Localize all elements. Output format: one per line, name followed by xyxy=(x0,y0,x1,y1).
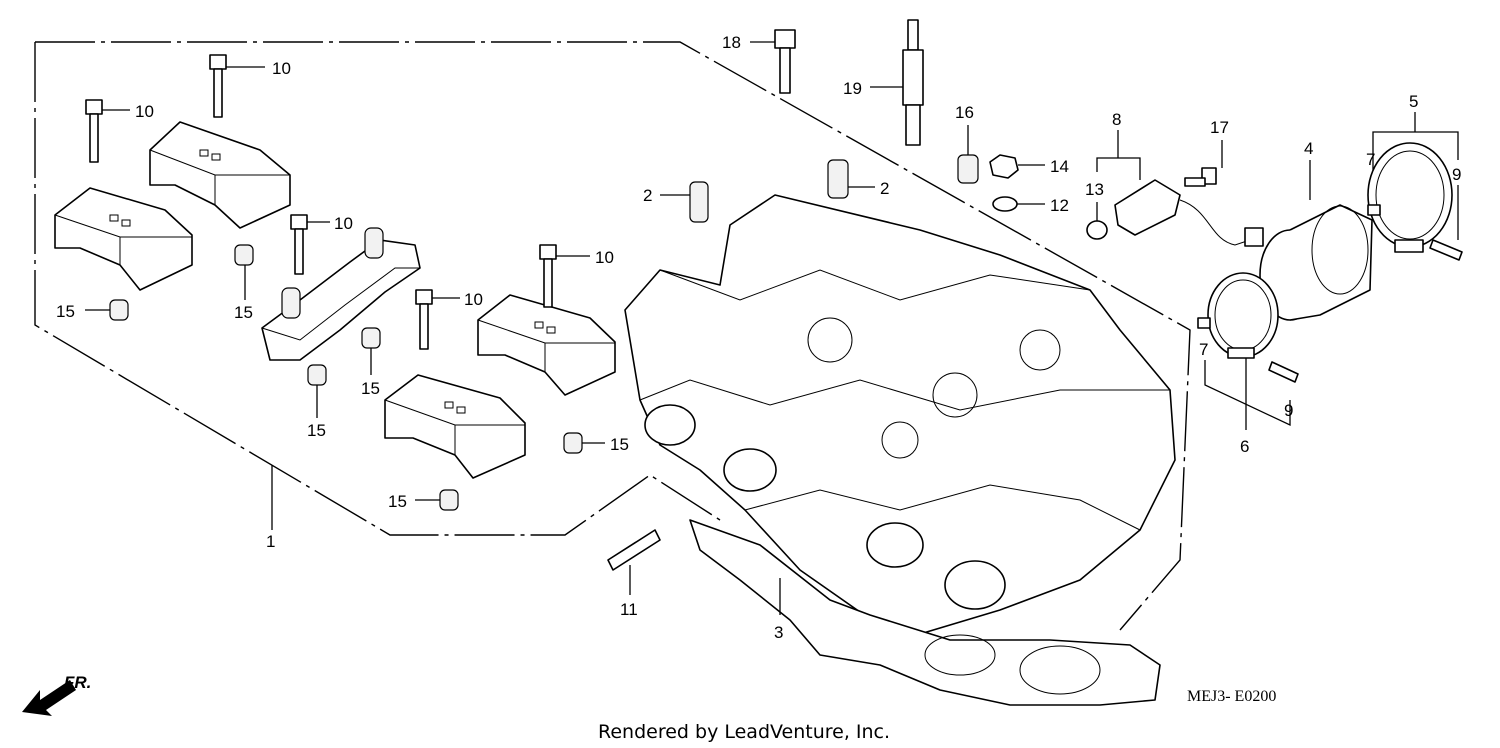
assembly-outline-1-lower xyxy=(34,42,721,536)
callout-15-c: 15 xyxy=(361,379,380,398)
band-6[interactable] xyxy=(1207,272,1279,359)
clip-7-a[interactable] xyxy=(1367,204,1381,216)
callout-15-f: 15 xyxy=(388,492,407,511)
callout-10-c: 10 xyxy=(334,214,353,233)
dowel-pin-15-a[interactable] xyxy=(109,299,129,321)
o-ring-13[interactable] xyxy=(1086,220,1108,240)
bolt-10-e[interactable] xyxy=(415,289,433,350)
camshaft-holder-b[interactable] xyxy=(54,187,193,291)
callout-10-a: 10 xyxy=(272,59,291,78)
callout-2-b: 2 xyxy=(880,179,889,198)
camshaft-holder-a[interactable] xyxy=(149,121,291,229)
callout-15-b: 15 xyxy=(234,303,253,322)
dowel-pin-15-f[interactable] xyxy=(439,489,459,511)
callout-14: 14 xyxy=(1050,157,1069,176)
callout-10-b: 10 xyxy=(135,102,154,121)
callout-9-a: 9 xyxy=(1452,165,1461,184)
camshaft-holder-center[interactable] xyxy=(261,227,421,361)
leader-lines xyxy=(85,41,1459,615)
valve-lifter-2-a[interactable] xyxy=(689,181,709,223)
bolt-10-d[interactable] xyxy=(539,244,557,308)
callout-16: 16 xyxy=(955,103,974,122)
band-5[interactable] xyxy=(1367,142,1453,253)
callout-4: 4 xyxy=(1304,139,1313,158)
stud-bolt-11[interactable] xyxy=(607,529,661,571)
callout-18: 18 xyxy=(722,33,741,52)
spark-plug-19[interactable] xyxy=(902,19,924,146)
callout-labels: 10 10 10 10 10 15 15 15 15 15 15 1 2 2 1… xyxy=(56,33,1461,642)
callout-15-e: 15 xyxy=(610,435,629,454)
dowel-pin-15-c[interactable] xyxy=(361,327,381,349)
callout-7-a: 7 xyxy=(1366,150,1375,169)
bolt-10-b[interactable] xyxy=(85,99,103,163)
callout-2-a: 2 xyxy=(643,186,652,205)
assembly-outline-1 xyxy=(35,41,1191,631)
callout-15-d: 15 xyxy=(307,421,326,440)
callout-9-b: 9 xyxy=(1284,401,1293,420)
callout-15-a: 15 xyxy=(56,302,75,321)
callout-1: 1 xyxy=(266,532,275,551)
bolt-10-c[interactable] xyxy=(290,214,308,275)
cam-sensor-8[interactable] xyxy=(1114,179,1264,247)
callout-17: 17 xyxy=(1210,118,1229,137)
callout-11: 11 xyxy=(620,600,638,619)
footer-credit: Rendered by LeadVenture, Inc. xyxy=(598,721,890,743)
diagram-code: MEJ3- E0200 xyxy=(1187,688,1276,705)
cylinder-head[interactable] xyxy=(624,194,1176,641)
nut-14[interactable] xyxy=(989,154,1019,179)
callout-5: 5 xyxy=(1409,92,1418,111)
bolt-17[interactable] xyxy=(1184,167,1217,187)
clip-7-b[interactable] xyxy=(1197,317,1211,329)
callout-13: 13 xyxy=(1085,180,1104,199)
bolt-10-a[interactable] xyxy=(209,54,227,118)
dowel-pin-15-d[interactable] xyxy=(307,364,327,386)
callout-8: 8 xyxy=(1112,110,1121,129)
screw-9-a[interactable] xyxy=(1429,239,1463,261)
washer-12[interactable] xyxy=(992,196,1018,212)
camshaft-holder-d[interactable] xyxy=(384,374,526,479)
arrow-icon xyxy=(22,680,76,716)
dowel-pin-15-b[interactable] xyxy=(234,244,254,266)
callout-7-b: 7 xyxy=(1199,340,1208,359)
callout-10-d: 10 xyxy=(595,248,614,267)
callout-6: 6 xyxy=(1240,437,1249,456)
dowel-16[interactable] xyxy=(957,154,979,184)
callout-3: 3 xyxy=(774,623,783,642)
callout-12: 12 xyxy=(1050,196,1069,215)
dowel-pin-15-e[interactable] xyxy=(563,432,583,454)
bolt-18[interactable] xyxy=(774,29,796,94)
callout-10-e: 10 xyxy=(464,290,483,309)
valve-lifter-2-b[interactable] xyxy=(827,159,849,199)
front-direction-arrow: FR. xyxy=(22,673,91,716)
cylinder-head-gasket[interactable] xyxy=(689,519,1161,706)
callout-19: 19 xyxy=(843,79,862,98)
screw-9-b[interactable] xyxy=(1268,361,1299,383)
camshaft-holder-c[interactable] xyxy=(477,294,616,396)
front-label: FR. xyxy=(64,673,91,692)
